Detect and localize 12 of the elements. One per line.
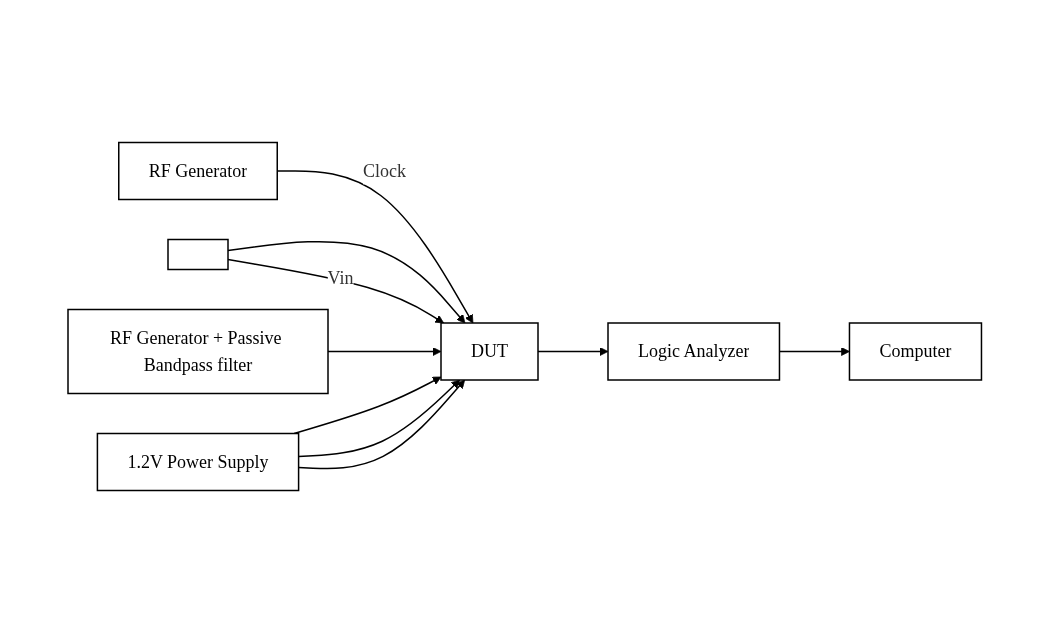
node-box: RF Generator + Passive Bandpass filter bbox=[67, 308, 329, 395]
node-box: DUT bbox=[440, 322, 539, 381]
node-box: 1.2V Power Supply bbox=[96, 432, 300, 492]
node-box: RF Generator bbox=[118, 141, 279, 201]
node-box bbox=[167, 238, 229, 271]
node-box: Computer bbox=[849, 322, 983, 381]
node-box: Logic Analyzer bbox=[607, 322, 781, 381]
arrow bbox=[298, 379, 466, 470]
arrow bbox=[293, 376, 442, 435]
arrow bbox=[298, 379, 461, 458]
edge-label: Clock bbox=[363, 160, 407, 181]
edge-label: Vin bbox=[327, 268, 354, 289]
